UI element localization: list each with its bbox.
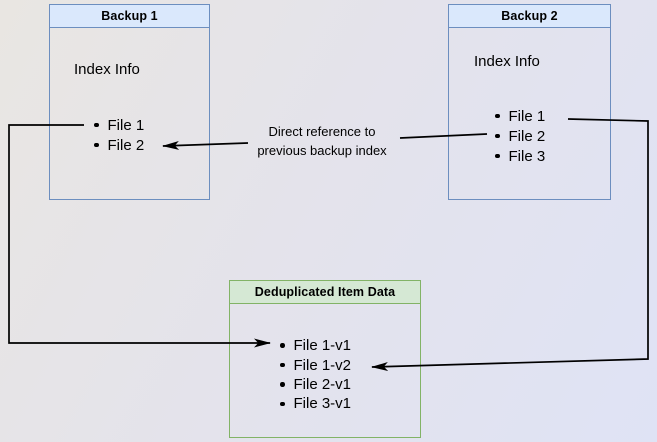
file-label: File 3-v1 — [293, 395, 352, 413]
backup2-title: Backup 2 — [501, 9, 558, 23]
backup1-index-info-label: Index Info — [74, 61, 140, 78]
dedup-file-list: File 1-v1 File 1-v2 File 2-v1 File 3-v1 — [280, 336, 351, 414]
file-label: File 1 — [107, 116, 145, 134]
bullet-icon — [280, 362, 285, 368]
bullet-icon — [495, 113, 500, 119]
bullet-icon — [495, 133, 500, 139]
backup1-box: Backup 1 Index Info File 1 File 2 — [49, 4, 210, 200]
file-list-item: File 2-v1 — [280, 375, 351, 394]
file-list-item: File 1-v1 — [280, 336, 351, 355]
dedup-header: Deduplicated Item Data — [230, 281, 420, 304]
backup1-file-list: File 1 File 2 — [94, 115, 144, 155]
file-label: File 2 — [107, 136, 145, 154]
backup2-file-list: File 1 File 2 File 3 — [495, 106, 545, 166]
annotation-line2: previous backup index — [257, 143, 387, 158]
bullet-icon — [280, 343, 285, 348]
file-list-item: File 3 — [495, 146, 545, 166]
bullet-icon — [94, 122, 99, 128]
bullet-icon — [495, 153, 500, 159]
file-label: File 1 — [508, 107, 546, 125]
annotation-line1: Direct reference to — [268, 124, 376, 139]
file-list-item: File 2 — [495, 126, 545, 146]
file-list-item: File 2 — [94, 135, 144, 155]
backup1-header: Backup 1 — [50, 5, 209, 28]
file-list-item: File 1-v2 — [280, 355, 351, 374]
backup2-header: Backup 2 — [449, 5, 610, 28]
dedup-box: Deduplicated Item Data File 1-v1 File 1-… — [229, 280, 421, 438]
file-list-item: File 1 — [94, 115, 144, 135]
dedup-title: Deduplicated Item Data — [254, 285, 396, 299]
file-list-item: File 3-v1 — [280, 394, 351, 413]
file-list-item: File 1 — [495, 106, 545, 126]
backup1-title: Backup 1 — [101, 9, 158, 23]
file-label: File 3 — [508, 147, 546, 165]
file-label: File 2 — [508, 127, 546, 145]
file-label: File 1-v2 — [293, 356, 352, 374]
bullet-icon — [280, 401, 285, 407]
file-label: File 1-v1 — [293, 337, 352, 355]
file-label: File 2-v1 — [293, 375, 352, 393]
annotation-label: Direct reference to previous backup inde… — [237, 122, 407, 160]
backup2-index-info-label: Index Info — [474, 53, 540, 70]
backup2-box: Backup 2 Index Info File 1 File 2 File 3 — [448, 4, 611, 200]
bullet-icon — [280, 382, 285, 387]
bullet-icon — [94, 142, 99, 148]
